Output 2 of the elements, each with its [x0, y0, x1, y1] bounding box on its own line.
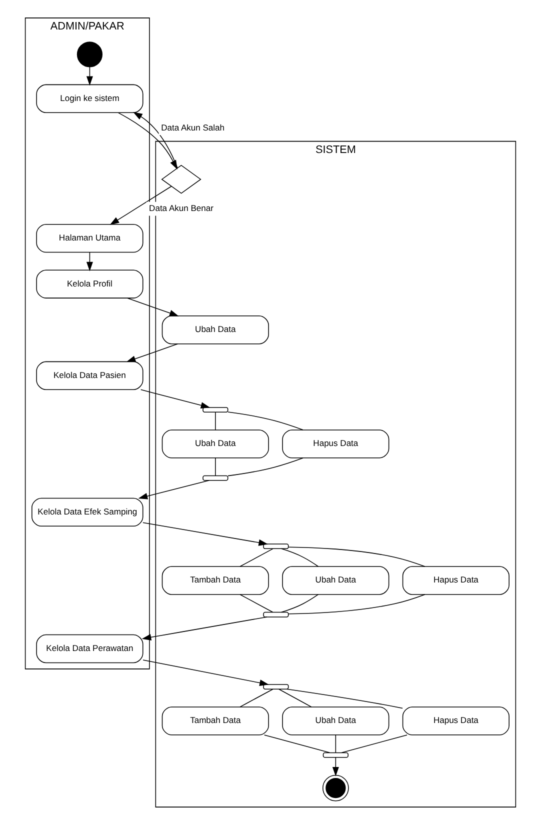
edge-label: Data Akun Salah [160, 122, 224, 132]
edge-label: Data Akun Benar [148, 202, 213, 213]
